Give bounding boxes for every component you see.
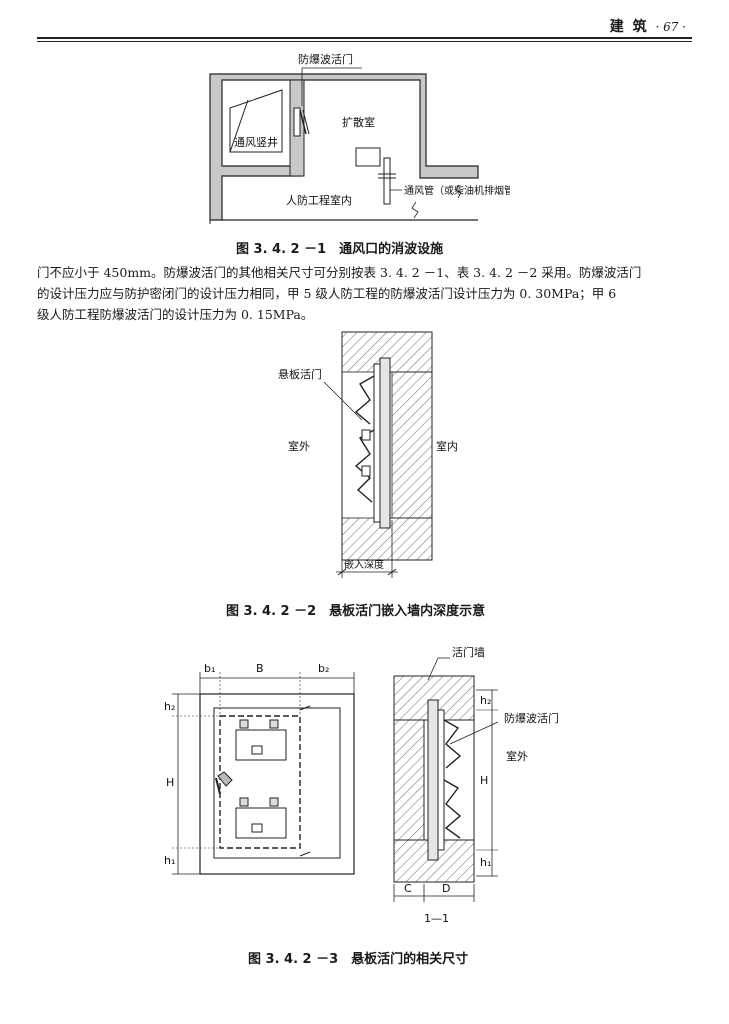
section-valve xyxy=(427,699,462,861)
front-view-left-dimensions xyxy=(172,693,220,875)
dim-B: B xyxy=(256,662,264,675)
dim-H-right: H xyxy=(480,774,488,787)
dim-b1: b₁ xyxy=(204,662,215,675)
paragraph-line: 的设计压力应与防护密闭门的设计压力相同，甲 5 级人防工程的防爆波活门设计压力为… xyxy=(37,286,617,301)
header-rule-thick xyxy=(37,37,692,39)
dim-h2-left: h₂ xyxy=(164,700,175,713)
front-view-top-dimensions xyxy=(199,672,355,716)
front-view-frame xyxy=(199,693,355,875)
dim-b2: b₂ xyxy=(318,662,329,675)
vent-shaft-shape xyxy=(229,89,283,153)
figure-1-diagram: 防爆波活门 扩散室 通风竖井 人防工程室内 通风管（或柴油机排烟管） xyxy=(209,52,510,224)
section-right-dimensions xyxy=(476,689,498,877)
header-page-number: · 67 · xyxy=(655,20,686,34)
figure-2-diagram: 悬板活门 室外 室内 嵌入深度 xyxy=(278,331,458,578)
label-vent-shaft: 通风竖井 xyxy=(234,135,278,149)
label-vent-pipe: 通风管（或柴油机排烟管） xyxy=(404,184,510,197)
label-indoor: 室内 xyxy=(436,439,458,453)
label-blast-valve-section: 防爆波活门 xyxy=(504,711,559,725)
section-marker: 1—1 xyxy=(424,912,449,925)
vent-pipe xyxy=(378,157,402,205)
front-view-valve-lower xyxy=(235,797,287,839)
dim-h1-left: h₁ xyxy=(164,854,175,867)
structure-walls xyxy=(209,73,479,224)
paragraph-line: 门不应小于 450mm。防爆波活门的其他相关尺寸可分别按表 3. 4. 2 －1… xyxy=(37,265,642,280)
label-outdoor-section: 室外 xyxy=(506,749,528,763)
break-mark-right xyxy=(455,184,462,199)
room-equipment-box xyxy=(355,147,381,167)
label-outdoor: 室外 xyxy=(288,439,310,453)
hanging-valve-symbol xyxy=(354,357,391,529)
label-diffusion-room: 扩散室 xyxy=(342,115,375,129)
paragraph-line: 级人防工程防爆波活门的设计压力为 0. 15MPa。 xyxy=(37,307,314,322)
label-valve-wall: 活门墙 xyxy=(452,645,485,659)
dim-H-left: H xyxy=(166,776,174,789)
label-hanging-valve: 悬板活门 xyxy=(278,367,322,381)
figure-3-section-view: 活门墙 防爆波活门 室外 h₂ H h₁ C D 1—1 xyxy=(393,645,559,925)
dim-h1-right: h₁ xyxy=(480,856,491,869)
header-section: 建 筑 xyxy=(609,19,649,35)
header-text: 建 筑 · 67 · xyxy=(610,16,686,36)
body-paragraph: 门不应小于 450mm。防爆波活门的其他相关尺寸可分别按表 3. 4. 2 －1… xyxy=(37,262,695,325)
figure-3-front-view: b₁ B b₂ h₂ H h₁ xyxy=(164,662,355,875)
blast-valve-symbol xyxy=(293,107,310,137)
dim-D: D xyxy=(442,882,450,895)
figure-3-caption: 图 3. 4. 2 －3 悬板活门的相关尺寸 xyxy=(248,952,469,967)
dim-C: C xyxy=(404,882,412,895)
front-view-valve-upper xyxy=(235,719,287,761)
label-shelter-interior: 人防工程室内 xyxy=(286,193,352,207)
dim-h2-right: h₂ xyxy=(480,694,491,707)
running-header: 建 筑 · 67 · xyxy=(37,14,692,36)
figure-2-caption: 图 3. 4. 2 －2 悬板活门嵌入墙内深度示意 xyxy=(226,604,486,619)
embed-depth-dimension xyxy=(336,520,398,578)
front-view-handle xyxy=(215,771,233,795)
header-rule-thin xyxy=(37,41,692,42)
break-mark-left xyxy=(411,201,419,219)
label-embed-depth: 嵌入深度 xyxy=(344,558,384,571)
figure-1-caption: 图 3. 4. 2 －1 通风口的消波设施 xyxy=(236,242,444,257)
label-blast-valve: 防爆波活门 xyxy=(298,52,353,66)
section-bottom-dimensions xyxy=(393,884,475,902)
